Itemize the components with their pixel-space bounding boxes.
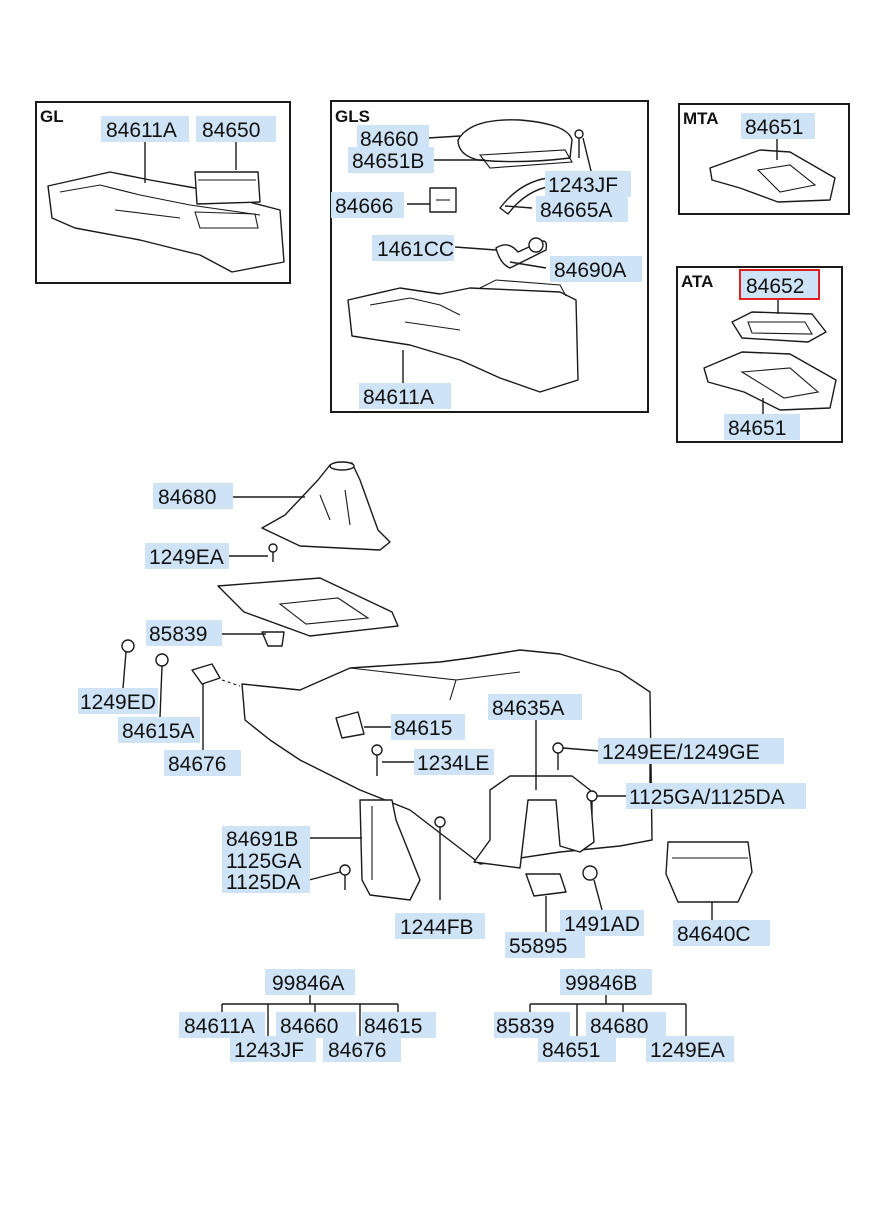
label-gls-84690A: 84690A — [554, 259, 626, 282]
label-1234LE: 1234LE — [417, 752, 489, 775]
gls-title: GLS — [335, 107, 370, 126]
selected-part-highlight — [739, 269, 820, 300]
label-1249EE-1249GE: 1249EE/1249GE — [602, 741, 760, 764]
label-55895: 55895 — [509, 935, 567, 958]
gls-armrest-drawing — [457, 119, 573, 163]
gls-section: GLS 84660 84651B 1243JF — [330, 100, 649, 413]
label-gls-84611A: 84611A — [363, 386, 434, 409]
kit-99846B: 99846B 85839 84680 84651 1249EA — [494, 969, 734, 1062]
gl-title: GL — [40, 107, 64, 126]
bracket-55895-drawing — [525, 873, 567, 897]
shift-boot-drawing — [261, 462, 391, 551]
label-84680: 84680 — [158, 486, 216, 509]
label-99846A: 99846A — [272, 972, 344, 995]
label-gls-84666: 84666 — [335, 195, 393, 218]
label-84676: 84676 — [168, 753, 226, 776]
label-kit2-84651: 84651 — [542, 1039, 600, 1062]
ata-title: ATA — [681, 272, 713, 291]
label-kit1-84611A: 84611A — [184, 1015, 255, 1038]
label-99846B: 99846B — [565, 972, 637, 995]
label-1125DA: 1125DA — [226, 871, 300, 894]
ata-section: ATA 84652 84651 — [676, 266, 843, 443]
label-kit2-85839: 85839 — [496, 1015, 554, 1038]
gls-frame — [330, 100, 649, 413]
label-gl-84611A: 84611A — [106, 119, 177, 142]
label-1491AD: 1491AD — [564, 913, 640, 936]
label-gls-1243JF: 1243JF — [548, 174, 618, 197]
kit-99846A: 99846A 84611A 84660 84615 1243JF 84676 — [179, 969, 436, 1062]
label-gls-84660: 84660 — [360, 128, 418, 151]
ashtray-84640C-drawing — [665, 841, 753, 903]
upper-cover-drawing — [217, 577, 399, 637]
label-1125GA-1125DA: 1125GA/1125DA — [629, 786, 785, 809]
label-84691B: 84691B — [226, 828, 298, 851]
cap-84676-drawing — [191, 663, 221, 685]
bracket-84635A-drawing — [473, 775, 595, 869]
gl-section: GL 84611A 84650 — [35, 101, 291, 284]
label-84640C: 84640C — [677, 923, 751, 946]
label-kit1-1243JF: 1243JF — [234, 1039, 304, 1062]
label-ata-84651: 84651 — [728, 417, 786, 440]
ata-indicator-drawing — [731, 311, 827, 343]
label-kit2-84680: 84680 — [590, 1015, 648, 1038]
label-85839: 85839 — [149, 623, 207, 646]
label-kit1-84676: 84676 — [328, 1039, 386, 1062]
label-gls-1461CC: 1461CC — [377, 238, 454, 261]
label-84615A: 84615A — [122, 720, 194, 743]
mta-title: MTA — [683, 109, 719, 128]
main-exploded-view: 84680 1249EA 85839 1249ED 84615A 84676 8… — [78, 461, 806, 958]
label-1125GA: 1125GA — [226, 850, 302, 873]
mta-frame — [678, 103, 850, 215]
label-gls-84651B: 84651B — [352, 150, 424, 173]
label-kit1-84660: 84660 — [280, 1015, 338, 1038]
gl-ashtray-drawing — [194, 171, 261, 205]
label-1249ED: 1249ED — [80, 691, 156, 714]
gl-frame — [35, 101, 291, 284]
ata-bezel-drawing — [703, 351, 837, 411]
label-84615: 84615 — [394, 717, 452, 740]
bracket-84691B-drawing — [359, 799, 421, 901]
label-kit1-84615: 84615 — [364, 1015, 422, 1038]
label-1249EA: 1249EA — [149, 546, 224, 569]
label-kit2-1249EA: 1249EA — [650, 1039, 725, 1062]
label-gls-84665A: 84665A — [540, 199, 612, 222]
label-84635A: 84635A — [492, 697, 564, 720]
mta-section: MTA 84651 — [678, 103, 850, 215]
label-mta-84651: 84651 — [745, 116, 803, 139]
cap-84615-drawing — [335, 711, 365, 739]
gls-console-drawing — [347, 287, 579, 393]
label-ata-84652: 84652 — [746, 275, 804, 298]
clip-85839-drawing — [261, 631, 285, 647]
mta-bezel-drawing — [709, 149, 836, 203]
label-1244FB: 1244FB — [400, 916, 474, 939]
ata-frame — [676, 266, 843, 443]
label-gl-84650: 84650 — [202, 119, 260, 142]
